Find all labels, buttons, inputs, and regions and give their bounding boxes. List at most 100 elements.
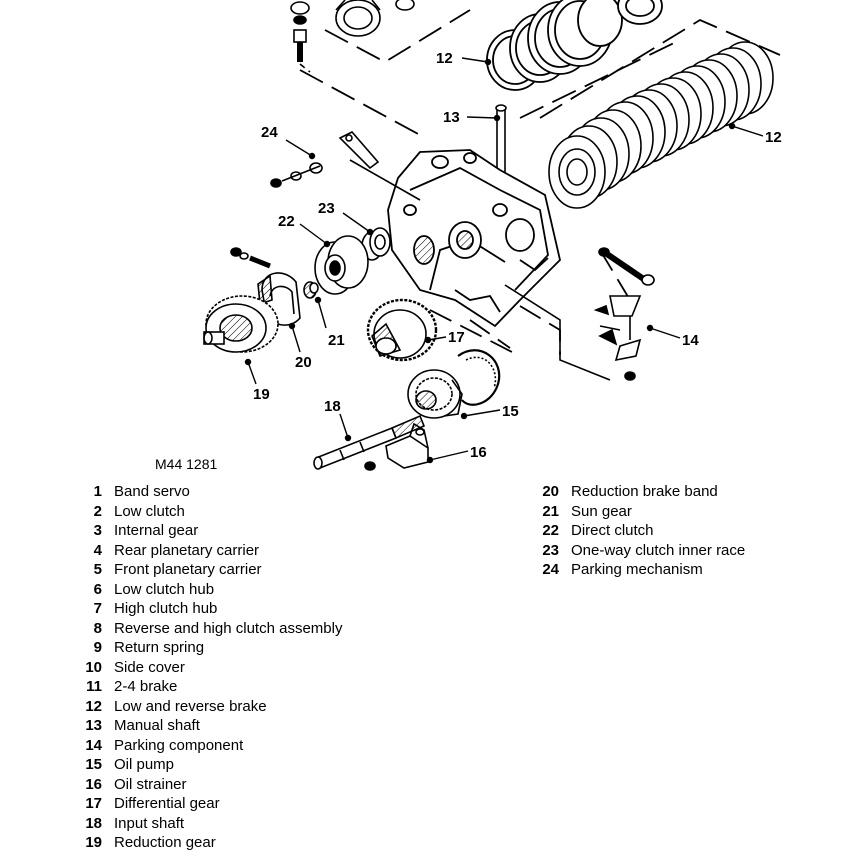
oil-strainer-part xyxy=(364,422,429,471)
callout-24: 24 xyxy=(261,124,278,141)
legend-item: 2 Low clutch xyxy=(80,502,342,522)
low-clutch-part xyxy=(335,0,415,37)
callout-16: 16 xyxy=(470,444,487,461)
legend-item-number: 19 xyxy=(85,834,102,852)
legend-item: 14 Parking component xyxy=(80,736,342,756)
legend-item-number: 24 xyxy=(542,561,559,579)
legend-item-number: 14 xyxy=(85,736,102,754)
clutch-disc-stack xyxy=(548,41,774,209)
legend-item-label: Reduction gear xyxy=(114,834,216,852)
legend-item-number: 4 xyxy=(93,541,102,559)
legend-item-number: 7 xyxy=(93,600,102,618)
oil-pump-part xyxy=(407,349,501,419)
parking-component-part xyxy=(593,247,655,381)
legend-item: 17 Differential gear xyxy=(80,794,342,814)
legend-item-label: Front planetary carrier xyxy=(114,561,262,579)
band-servo-part xyxy=(290,1,311,73)
legend-item-label: Oil strainer xyxy=(114,775,187,793)
input-shaft-part xyxy=(313,414,426,470)
legend-item-label: One-way clutch inner race xyxy=(571,541,746,559)
legend-item-label: High clutch hub xyxy=(114,600,218,618)
reduction-gear-part xyxy=(203,295,279,353)
callout-14: 14 xyxy=(682,332,699,349)
legend-item-label: Sun gear xyxy=(571,502,632,520)
callout-15: 15 xyxy=(502,403,519,420)
legend-item: 4 Rear planetary carrier xyxy=(80,541,342,561)
legend-item-number: 5 xyxy=(93,561,102,579)
legend-item: 6 Low clutch hub xyxy=(80,580,342,600)
return-spring-part xyxy=(230,247,271,269)
legend-item-label: Manual shaft xyxy=(114,717,200,735)
callout-18: 18 xyxy=(324,398,341,415)
legend-item-number: 8 xyxy=(93,619,102,637)
figure-code: M44 1281 xyxy=(155,456,217,472)
callout-22: 22 xyxy=(278,213,295,230)
legend-item-label: Parking component xyxy=(114,736,244,754)
legend-item: 23 One-way clutch inner race xyxy=(537,541,745,561)
legend-item-number: 16 xyxy=(85,775,102,793)
legend-item-number: 13 xyxy=(85,717,102,735)
legend-item-number: 17 xyxy=(85,795,102,813)
callout-12-upper: 12 xyxy=(436,50,453,67)
legend-item-number: 20 xyxy=(542,483,559,501)
exploded-outline-lower xyxy=(429,309,513,353)
legend-item-label: Reduction brake band xyxy=(571,483,718,501)
legend-item-number: 3 xyxy=(93,522,102,540)
legend-item-number: 23 xyxy=(542,541,559,559)
parking-mechanism-part xyxy=(270,131,380,188)
differential-gear-part xyxy=(366,298,438,362)
callout-23: 23 xyxy=(318,200,335,217)
legend-item-label: 2-4 brake xyxy=(114,678,178,696)
brake-rings-upper xyxy=(486,0,663,91)
legend-item-label: Side cover xyxy=(114,658,185,676)
legend-item: 8 Reverse and high clutch assembly xyxy=(80,619,343,639)
legend-item: 10 Side cover xyxy=(80,658,342,678)
legend-item: 5 Front planetary carrier xyxy=(80,560,342,580)
legend-item-label: Low clutch xyxy=(114,502,185,520)
legend-item-number: 2 xyxy=(93,502,102,520)
legend-item-label: Return spring xyxy=(114,639,205,657)
legend-item-label: Band servo xyxy=(114,483,190,501)
leader-lines xyxy=(244,57,764,464)
legend-item: 1 Band servo xyxy=(80,482,342,502)
callout-12-right: 12 xyxy=(765,129,782,146)
legend-item-number: 22 xyxy=(542,522,559,540)
legend-item: 24 Parking mechanism xyxy=(537,560,745,580)
legend-item-number: 6 xyxy=(93,580,102,598)
callout-21: 21 xyxy=(328,332,345,349)
legend-item-label: Oil pump xyxy=(114,756,175,774)
legend-item-label: Input shaft xyxy=(114,814,185,832)
legend-item-label: Parking mechanism xyxy=(571,561,703,579)
legend-item: 20 Reduction brake band xyxy=(537,482,745,502)
callout-17: 17 xyxy=(448,329,465,346)
legend-item: 7 High clutch hub xyxy=(80,599,342,619)
legend-item: 13 Manual shaft xyxy=(80,716,342,736)
legend-item-label: Low and reverse brake xyxy=(114,697,267,715)
legend-item: 21 Sun gear xyxy=(537,502,745,522)
exploded-outline-upper xyxy=(299,9,781,136)
legend-item-label: Reverse and high clutch assembly xyxy=(114,619,343,637)
legend-item: 19 Reduction gear xyxy=(80,833,342,853)
legend-item-label: Rear planetary carrier xyxy=(114,541,260,559)
callout-20: 20 xyxy=(295,354,312,371)
legend-item-number: 1 xyxy=(93,483,102,501)
legend-item-number: 9 xyxy=(93,639,102,657)
exploded-view-diagram: 12 13 12 24 23 22 21 20 19 17 18 15 16 1… xyxy=(155,0,782,472)
legend-item: 16 Oil strainer xyxy=(80,775,342,795)
legend-item-number: 21 xyxy=(542,502,559,520)
transmission-case xyxy=(387,149,561,328)
legend-item-label: Low clutch hub xyxy=(114,580,215,598)
callout-13: 13 xyxy=(443,109,460,126)
exploded-outline-solid xyxy=(349,159,611,381)
sun-gear-part xyxy=(303,281,319,299)
legend-item: 9 Return spring xyxy=(80,638,342,658)
legend-item-number: 10 xyxy=(85,658,102,676)
legend-item-label: Differential gear xyxy=(114,795,220,813)
